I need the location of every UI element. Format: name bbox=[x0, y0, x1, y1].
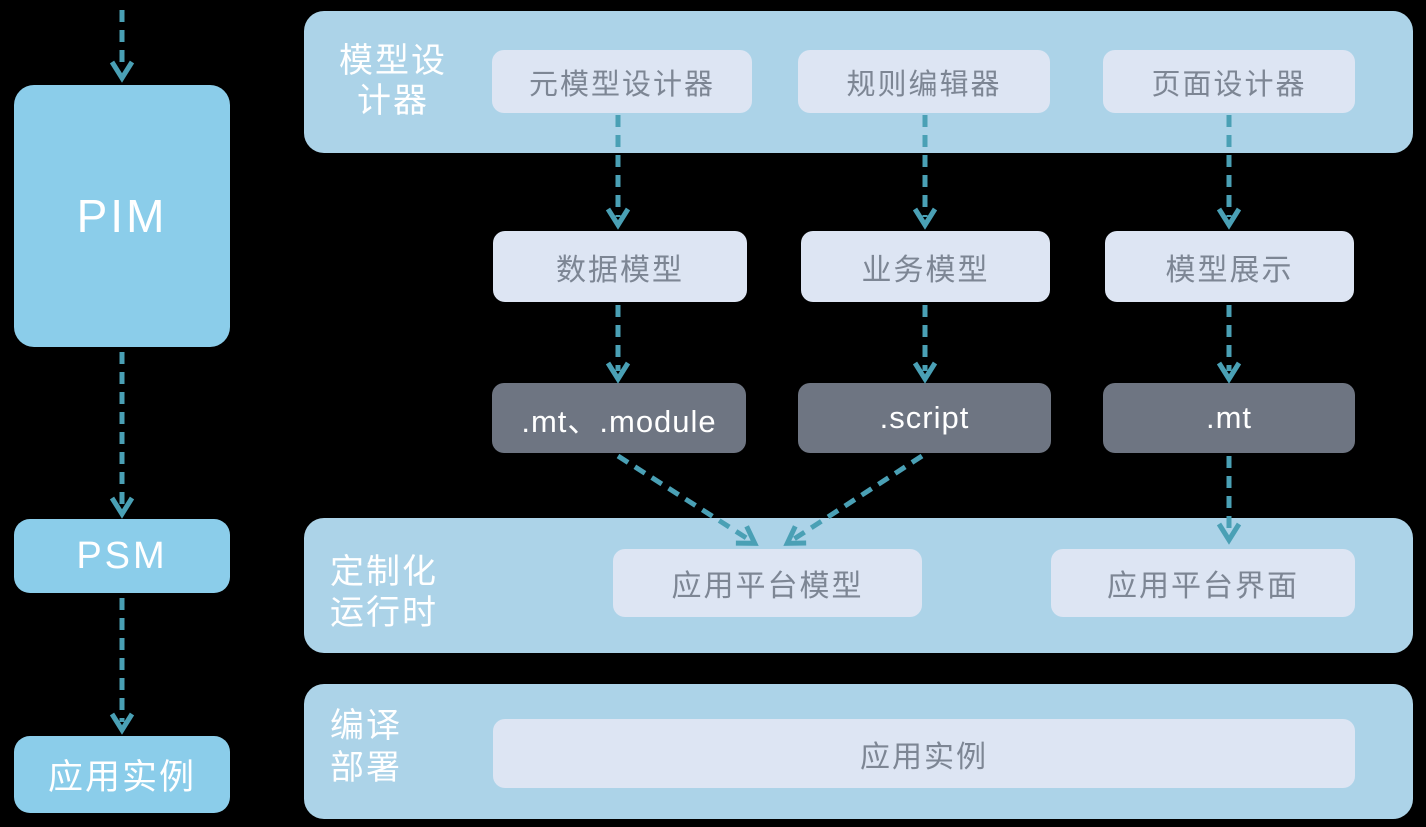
pim-label: PIM bbox=[76, 190, 168, 242]
chip-platform-model-label: 应用平台模型 bbox=[671, 570, 864, 603]
chip-page-designer: 页面设计器 bbox=[1103, 50, 1355, 113]
chip-platform-ui-label: 应用平台界面 bbox=[1107, 570, 1299, 603]
app-instance-node: 应用实例 bbox=[14, 736, 230, 813]
model-designer-title-line2: 计器 bbox=[357, 82, 429, 120]
chip-rule-editor: 规则编辑器 bbox=[798, 50, 1050, 113]
compile-deploy-title-line1: 编译 bbox=[330, 707, 402, 745]
model-designer-title: 模型设 计器 bbox=[318, 41, 468, 121]
custom-runtime-title: 定制化 运行时 bbox=[330, 552, 438, 634]
pim-node: PIM bbox=[14, 85, 230, 347]
chip-metamodel-designer-label: 元模型设计器 bbox=[528, 68, 715, 101]
psm-label: PSM bbox=[76, 534, 168, 577]
compile-deploy-title-line2: 部署 bbox=[330, 749, 402, 787]
compile-deploy-title: 编译 部署 bbox=[330, 705, 402, 789]
chip-model-display-label: 模型展示 bbox=[1165, 253, 1294, 287]
chip-mt-file: .mt bbox=[1103, 383, 1355, 453]
chip-script-file-label: .script bbox=[879, 400, 970, 435]
chip-model-display: 模型展示 bbox=[1105, 231, 1354, 302]
chip-mt-file-label: .mt bbox=[1205, 400, 1253, 435]
chip-app-instance-wide: 应用实例 bbox=[493, 719, 1355, 788]
model-designer-title-line1: 模型设 bbox=[339, 42, 447, 80]
chip-script-file: .script bbox=[798, 383, 1051, 453]
custom-runtime-title-line1: 定制化 bbox=[330, 553, 438, 591]
chip-data-model: 数据模型 bbox=[493, 231, 747, 302]
chip-rule-editor-label: 规则编辑器 bbox=[846, 68, 1002, 101]
chip-platform-ui: 应用平台界面 bbox=[1051, 549, 1355, 617]
custom-runtime-title-line2: 运行时 bbox=[330, 594, 438, 632]
chip-page-designer-label: 页面设计器 bbox=[1151, 68, 1307, 101]
chip-platform-model: 应用平台模型 bbox=[613, 549, 922, 617]
chip-mt-module-file-label: .mt、.module bbox=[521, 403, 717, 439]
psm-node: PSM bbox=[14, 519, 230, 593]
chip-mt-module-file: .mt、.module bbox=[492, 383, 746, 453]
chip-metamodel-designer: 元模型设计器 bbox=[492, 50, 752, 113]
chip-data-model-label: 数据模型 bbox=[556, 253, 684, 287]
app-instance-label: 应用实例 bbox=[47, 758, 196, 797]
chip-business-model: 业务模型 bbox=[801, 231, 1050, 302]
chip-app-instance-wide-label: 应用实例 bbox=[860, 740, 988, 774]
chip-business-model-label: 业务模型 bbox=[861, 253, 990, 287]
